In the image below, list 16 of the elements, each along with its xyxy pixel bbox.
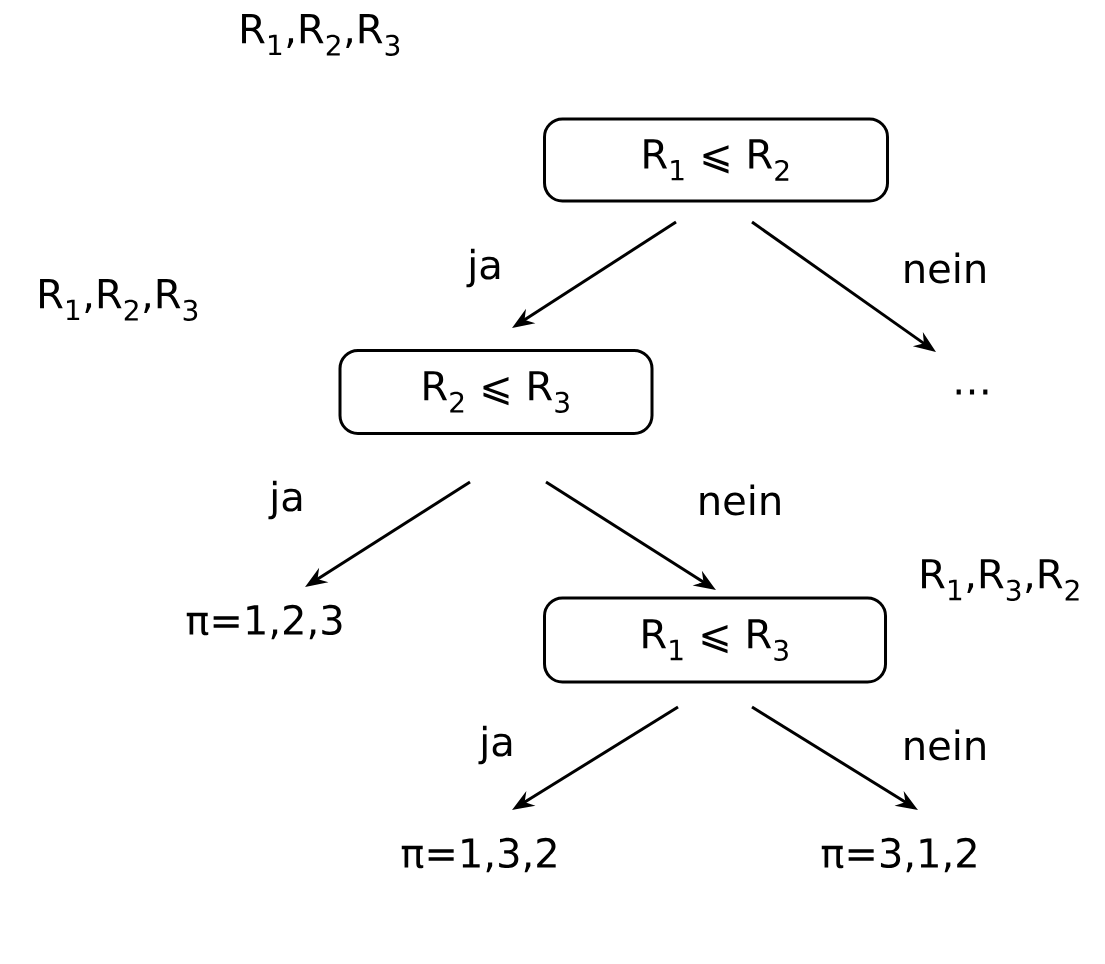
result-text: π=1,2,3 bbox=[186, 604, 342, 640]
decision-box: R$_{2}$ ⩽ R$_{3}$ bbox=[338, 349, 654, 435]
decision-box: R$_{1}$ ⩽ R$_{2}$ bbox=[543, 117, 889, 203]
edge-label: ja bbox=[267, 478, 307, 522]
edge-label: nein bbox=[899, 727, 991, 763]
edge-label: ja bbox=[477, 723, 517, 767]
result-text: π=3,1,2 bbox=[821, 837, 976, 873]
order-label: R$_{1}$,R$_{3}$,R$_{2}$ bbox=[922, 559, 1079, 601]
decision-box: R$_{1}$ ⩽ R$_{3}$ bbox=[543, 596, 887, 684]
result-text: π=1,3,2 bbox=[401, 837, 556, 873]
result-text: … bbox=[956, 389, 988, 395]
order-label: R$_{1}$,R$_{2}$,R$_{3}$ bbox=[40, 279, 198, 321]
edge-label: ja bbox=[465, 246, 505, 290]
edge-label: nein bbox=[694, 482, 786, 518]
edge-label: nein bbox=[899, 250, 991, 286]
order-label: R$_{1}$,R$_{2}$,R$_{3}$ bbox=[242, 14, 400, 56]
